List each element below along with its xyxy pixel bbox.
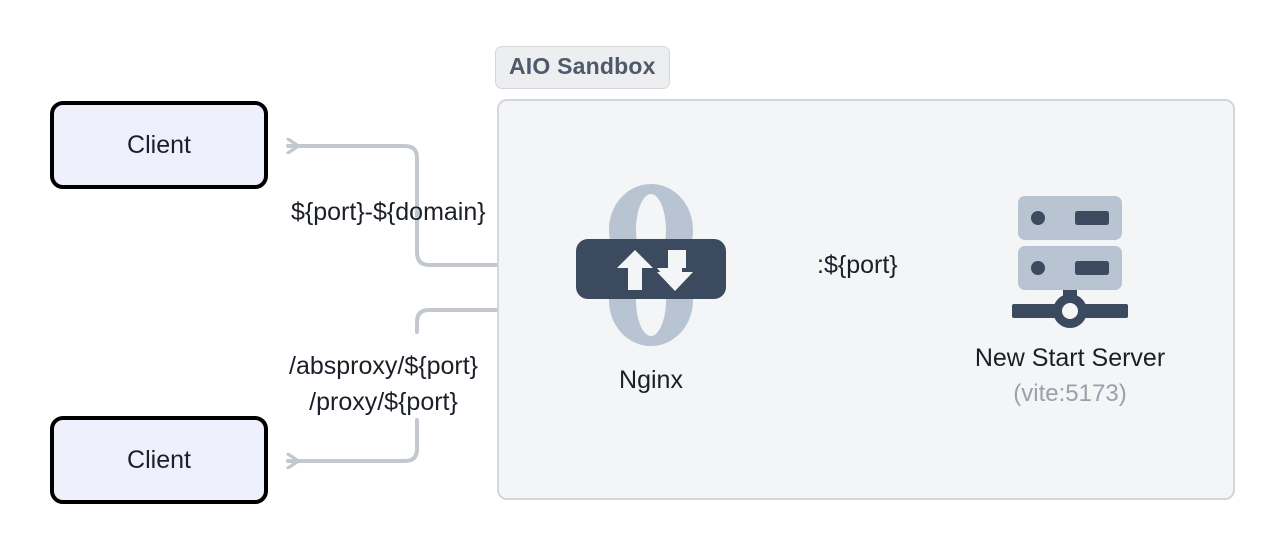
edge-label-port: :${port} — [817, 251, 898, 279]
client-node-bottom[interactable]: Client — [50, 416, 268, 504]
aio-sandbox-label: AIO Sandbox — [495, 46, 670, 89]
node-nginx-title: Nginx — [619, 366, 683, 394]
node-nginx[interactable]: Nginx — [556, 172, 746, 395]
node-server-title: New Start Server — [974, 344, 1166, 372]
edge-label-path-route: /absproxy/${port} /proxy/${port} — [289, 349, 478, 420]
client-top-label: Client — [127, 130, 191, 159]
globe-proxy-icon — [576, 184, 726, 346]
edge-label-proxy: /proxy/${port} — [309, 387, 458, 416]
client-bottom-label: Client — [127, 445, 191, 474]
node-server-subtitle: (vite:5173) — [1013, 380, 1127, 407]
node-new-start-server[interactable]: New Start Server (vite:5173) — [955, 186, 1185, 408]
edge-label-absproxy: /absproxy/${port} — [289, 352, 479, 380]
server-rack-icon — [1012, 196, 1128, 328]
edge-label-domain-route: ${port}-${domain} — [291, 198, 486, 226]
client-node-top[interactable]: Client — [50, 101, 268, 189]
